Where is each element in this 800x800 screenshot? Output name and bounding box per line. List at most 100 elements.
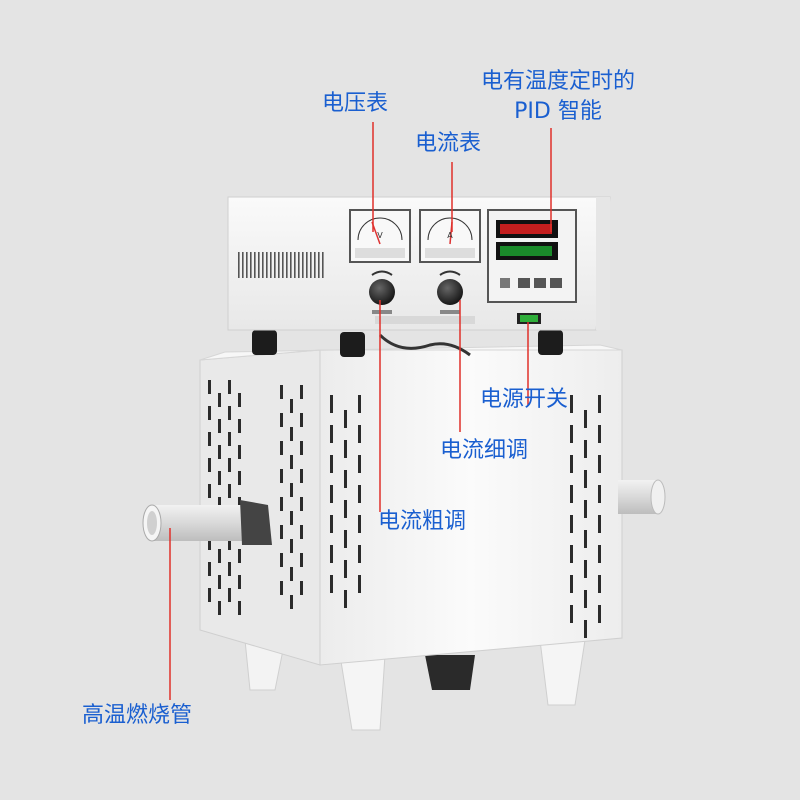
vent-slot (584, 620, 587, 638)
vent-slot (584, 440, 587, 458)
vent-slot (598, 605, 601, 623)
label-fine-current: 电流细调 (440, 438, 529, 463)
vent-slot (330, 395, 333, 413)
vent-slot (300, 385, 303, 399)
vent-slot (300, 525, 303, 539)
vent-slot (280, 525, 283, 539)
label-power-switch: 电源开关 (480, 387, 569, 412)
vent-slot (570, 395, 573, 413)
vent-slot (330, 425, 333, 443)
vent-slot (570, 575, 573, 593)
vent-slot (598, 485, 601, 503)
vent-slot (330, 515, 333, 533)
controller-vent-slot (274, 252, 276, 278)
vent-slot (584, 530, 587, 548)
vent-slot (330, 575, 333, 593)
controller-vent-slot (254, 252, 256, 278)
vent-slots-front-right (570, 395, 601, 638)
vent-slot (238, 575, 241, 589)
controller-vent-slot (278, 252, 280, 278)
controller-vent-slot (246, 252, 248, 278)
vent-slots-left (208, 380, 303, 615)
controller-vent-slot (238, 252, 240, 278)
vent-slot (598, 515, 601, 533)
controller-vent-slot (270, 252, 272, 278)
pid-controller (487, 209, 577, 303)
vent-slot (330, 485, 333, 503)
vent-slot (280, 385, 283, 399)
vent-slot (228, 536, 231, 550)
voltmeter-unit: V (377, 231, 383, 240)
controller-vent-slot (282, 252, 284, 278)
vent-slot (238, 471, 241, 485)
controller-vent-slot (258, 252, 260, 278)
vent-slot (228, 484, 231, 498)
vent-slot (344, 440, 347, 458)
controller-vent-slot (290, 252, 292, 278)
vent-slot (218, 393, 221, 407)
ammeter: A (419, 209, 481, 263)
vent-slot (218, 471, 221, 485)
vent-slot (218, 575, 221, 589)
vent-slot (238, 445, 241, 459)
controller-vent-slot (262, 252, 264, 278)
vent-slot (584, 590, 587, 608)
vent-slot (570, 485, 573, 503)
vent-slot (228, 380, 231, 394)
vent-slot (330, 455, 333, 473)
vent-slot (228, 588, 231, 602)
vent-slot (238, 549, 241, 563)
controller-vent-slot (298, 252, 300, 278)
vent-slot (208, 458, 211, 472)
vent-slot (208, 536, 211, 550)
vent-slot (598, 425, 601, 443)
vent-slot (208, 432, 211, 446)
controller-vent-slot (318, 252, 320, 278)
vent-slot (238, 497, 241, 511)
vent-slot (358, 575, 361, 593)
label-pid-line2: PID 智能 (514, 99, 602, 124)
vent-slot (228, 562, 231, 576)
vent-slot (238, 393, 241, 407)
vent-slot (570, 455, 573, 473)
vent-slot (290, 595, 293, 609)
controller-vent-slot (286, 252, 288, 278)
vent-slot (228, 458, 231, 472)
controller-vent-slot (302, 252, 304, 278)
controller-vent-slot (266, 252, 268, 278)
vent-slot (300, 497, 303, 511)
label-tube: 高温燃烧管 (82, 703, 193, 728)
label-coarse-current: 电流粗调 (378, 509, 467, 534)
vent-slot (300, 441, 303, 455)
controller-vent-slot (250, 252, 252, 278)
vent-slot (208, 484, 211, 498)
vent-slot (280, 469, 283, 483)
vent-slot (358, 455, 361, 473)
label-ammeter: 电流表 (415, 131, 482, 156)
vent-slot (300, 469, 303, 483)
leader-lines (169, 122, 552, 700)
controller-vent-slot (242, 252, 244, 278)
vent-slot (344, 470, 347, 488)
vent-slot (300, 413, 303, 427)
vent-slot (228, 406, 231, 420)
vent-slot (570, 425, 573, 443)
vent-slot (344, 530, 347, 548)
furnace-legs (244, 639, 586, 731)
vent-slot (280, 413, 283, 427)
vent-slot (280, 553, 283, 567)
vent-slot (290, 511, 293, 525)
vent-slot (570, 515, 573, 533)
vent-slot (238, 419, 241, 433)
vent-slot (358, 485, 361, 503)
controller-vent-slot (314, 252, 316, 278)
vent-slot (290, 539, 293, 553)
voltmeter: V (349, 209, 411, 263)
vent-slot (570, 605, 573, 623)
vent-slot (238, 601, 241, 615)
vent-slot (584, 500, 587, 518)
vent-slot (344, 590, 347, 608)
vent-slot (344, 500, 347, 518)
